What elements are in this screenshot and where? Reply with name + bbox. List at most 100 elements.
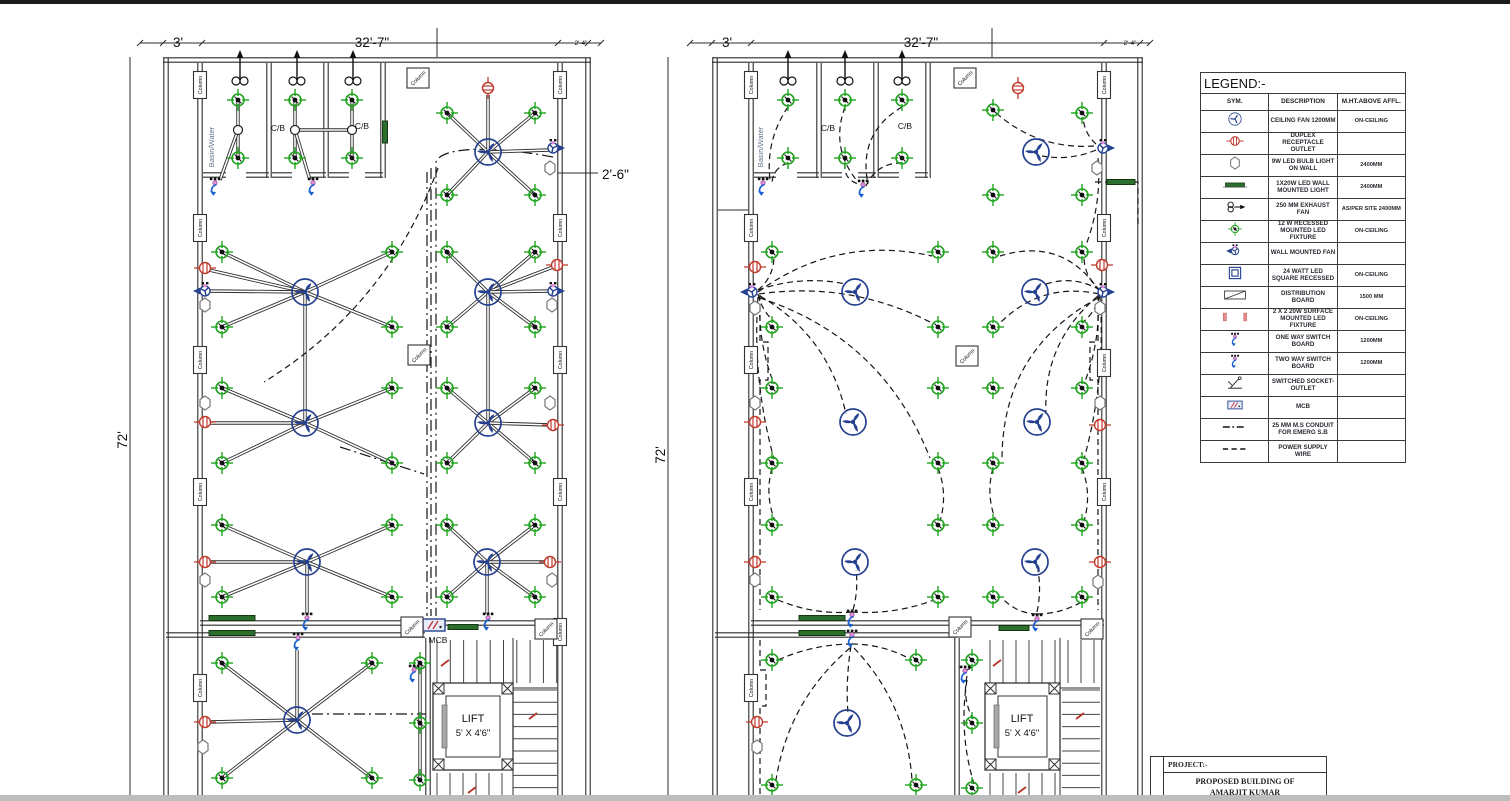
column-marker: Column <box>192 213 208 243</box>
wall-fan-icon <box>1225 243 1239 256</box>
recessed-led-icon <box>1070 585 1094 609</box>
column-marker: Column <box>743 213 759 243</box>
duplex-outlet-icon <box>1088 555 1112 569</box>
one-way-switch-icon <box>1230 332 1240 347</box>
svg-text:Column: Column <box>749 483 755 502</box>
recessed-led-icon <box>890 146 914 170</box>
column-marker: Column <box>552 477 568 507</box>
switch-board-icon <box>1030 612 1044 632</box>
wall-mounted-light-icon <box>1106 179 1136 185</box>
plan-label: LIFT <box>462 713 485 725</box>
exhaust-fan-icon <box>231 49 249 86</box>
ceiling-fan-icon <box>1023 408 1051 436</box>
column-marker: Column <box>955 345 979 367</box>
floor-plan-left: ColumnColumnColumnColumnColumnColumnColu… <box>115 28 629 801</box>
power-supply-wire <box>756 296 775 460</box>
column-marker: Column <box>400 616 424 638</box>
duplex-outlet-icon <box>541 418 565 432</box>
power-supply-wire <box>852 569 858 611</box>
dimension-line <box>708 39 716 47</box>
recessed-led-icon <box>926 315 950 339</box>
power-supply-wire <box>759 305 769 610</box>
dimension-line <box>1136 39 1144 47</box>
plan-label: Basin/Water <box>207 126 216 167</box>
junction-box <box>289 124 301 136</box>
recessed-led-icon <box>1070 183 1094 207</box>
legend-mounting-height: 1200MM <box>1336 352 1407 375</box>
column-marker: Column <box>552 70 568 100</box>
legend-description: MCB <box>1268 396 1338 419</box>
column-marker: Column <box>743 345 759 375</box>
led-bulb-icon <box>1091 160 1103 176</box>
power-supply-wire <box>999 250 1101 293</box>
dimension-line <box>747 39 755 47</box>
column-marker: Column <box>1080 618 1104 640</box>
dimension-line <box>1146 39 1154 47</box>
legend-mounting-height: ON-CEILING <box>1336 264 1407 287</box>
exhaust-fan-icon <box>779 49 797 86</box>
recessed-led-icon <box>904 773 928 797</box>
svg-text:Column: Column <box>558 76 564 95</box>
svg-text:Column: Column <box>558 623 564 642</box>
power-supply-wire <box>757 257 775 291</box>
recessed-led-icon <box>1070 101 1094 125</box>
led-bulb-icon <box>1094 300 1106 316</box>
power-supply-wire <box>999 290 1100 324</box>
legend-header-sym: SYM. <box>1199 93 1270 111</box>
stair-direction-mark <box>467 786 477 794</box>
power-supply-wire <box>1036 569 1041 613</box>
legend-mounting-height <box>1336 418 1407 441</box>
wall-mounted-light-icon <box>798 615 846 621</box>
emergency-conduit <box>339 446 425 475</box>
stair-direction-mark <box>440 659 450 667</box>
dimension-line <box>584 39 592 47</box>
svg-text:Column: Column <box>749 219 755 238</box>
recessed-led-icon <box>833 146 857 170</box>
duplex-outlet-icon <box>743 415 767 429</box>
recessed-led-icon <box>981 315 1005 339</box>
recessed-led-icon <box>833 88 857 112</box>
led-bulb-icon <box>544 160 556 176</box>
duplex-outlet-icon <box>743 260 767 274</box>
power-supply-wire <box>768 106 789 181</box>
legend-symbol-cell <box>1199 352 1270 375</box>
wall-fan-icon <box>192 281 211 297</box>
svg-text:Column: Column <box>749 679 755 698</box>
legend-symbol-cell <box>1199 308 1270 331</box>
recessed-led-icon <box>981 98 1005 122</box>
legend-description: DUPLEX RECEPTACLE OUTLET <box>1268 132 1338 155</box>
power-supply-wire <box>1045 280 1101 291</box>
led-bulb-icon <box>751 739 763 755</box>
plan-label: 3' <box>173 35 183 50</box>
led-bulb-icon <box>197 739 209 755</box>
recessed-led-icon <box>760 648 784 672</box>
column-marker: Column <box>552 345 568 375</box>
recessed-led-icon <box>380 240 404 264</box>
legend-mounting-height: ON-CEILING <box>1336 308 1407 331</box>
power-supply-wire <box>777 643 853 661</box>
exhaust-fan-icon <box>1227 201 1246 213</box>
recessed-led-icon <box>760 451 784 475</box>
legend-symbol-cell <box>1199 396 1270 419</box>
legend-description: 2 X 2 20W SURFACE MOUNTED LED FIXTURE <box>1268 308 1338 331</box>
emergency-conduit <box>435 148 554 616</box>
exhaust-fan-icon <box>893 49 911 86</box>
recessed-led-icon <box>408 768 432 792</box>
recessed-led-icon <box>981 183 1005 207</box>
stair-direction-mark <box>1017 786 1027 794</box>
title-block-strip <box>1150 756 1164 801</box>
mcb-icon <box>422 618 446 632</box>
recessed-led-icon <box>926 585 950 609</box>
project-title-block: PROJECT:- PROPOSED BUILDING OF AMARJIT K… <box>1150 756 1327 801</box>
led-bulb-icon <box>546 297 558 313</box>
legend-mounting-height: AS/PER SITE 2400MM <box>1336 198 1407 221</box>
recessed-led-icon <box>981 585 1005 609</box>
svg-text:Column: Column <box>198 219 204 238</box>
recessed-led-icon <box>210 315 234 339</box>
legend-symbol-cell <box>1199 132 1270 155</box>
legend-symbol-cell <box>1199 418 1270 441</box>
